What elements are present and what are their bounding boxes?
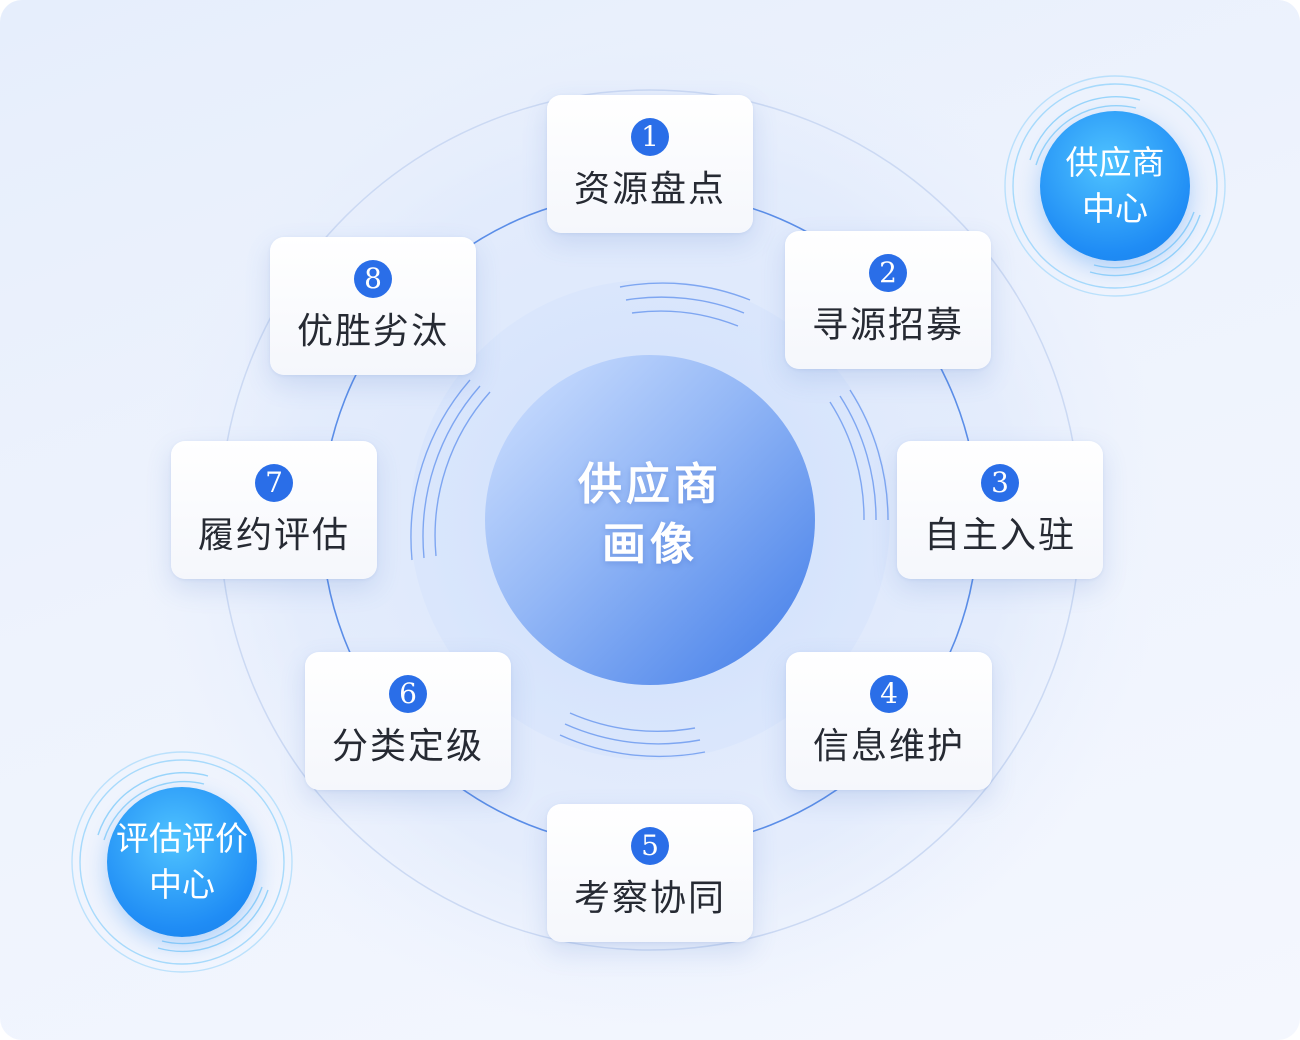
step-number-badge: 2 [869,254,907,292]
step-card-6: 6 分类定级 [305,652,511,790]
step-number-badge: 4 [870,675,908,713]
center-title-line-1: 供应商 [578,459,722,510]
step-label: 信息维护 [812,726,965,767]
step-number-badge: 8 [354,260,392,298]
supplier-center-badge: 供应商 中心 [1040,111,1190,261]
step-label: 自主入驻 [923,515,1076,556]
step-label: 寻源招募 [811,305,964,346]
badge-line-1: 供应商 [1065,143,1165,182]
step-card-8: 8 优胜劣汰 [270,237,476,375]
step-card-2: 2 寻源招募 [785,231,991,369]
step-card-5: 5 考察协同 [547,804,753,942]
evaluation-center-badge: 评估评价 中心 [107,787,257,937]
step-label: 履约评估 [197,515,350,556]
step-number-badge: 3 [981,464,1019,502]
step-card-1: 1 资源盘点 [547,95,753,233]
step-number-badge: 5 [631,827,669,865]
step-label: 考察协同 [573,878,726,919]
badge-line-2: 中心 [149,865,215,904]
step-number-badge: 1 [631,118,669,156]
step-label: 资源盘点 [573,169,726,210]
step-card-4: 4 信息维护 [786,652,992,790]
step-number-badge: 7 [255,464,293,502]
center-title: 供应商 画像 [500,455,800,575]
step-label: 分类定级 [331,726,484,767]
badge-line-1: 评估评价 [116,819,248,858]
center-title-line-2: 画像 [602,519,698,570]
badge-line-2: 中心 [1082,189,1148,228]
step-label: 优胜劣汰 [296,311,449,352]
step-card-7: 7 履约评估 [171,441,377,579]
step-number-badge: 6 [389,675,427,713]
step-card-3: 3 自主入驻 [897,441,1103,579]
